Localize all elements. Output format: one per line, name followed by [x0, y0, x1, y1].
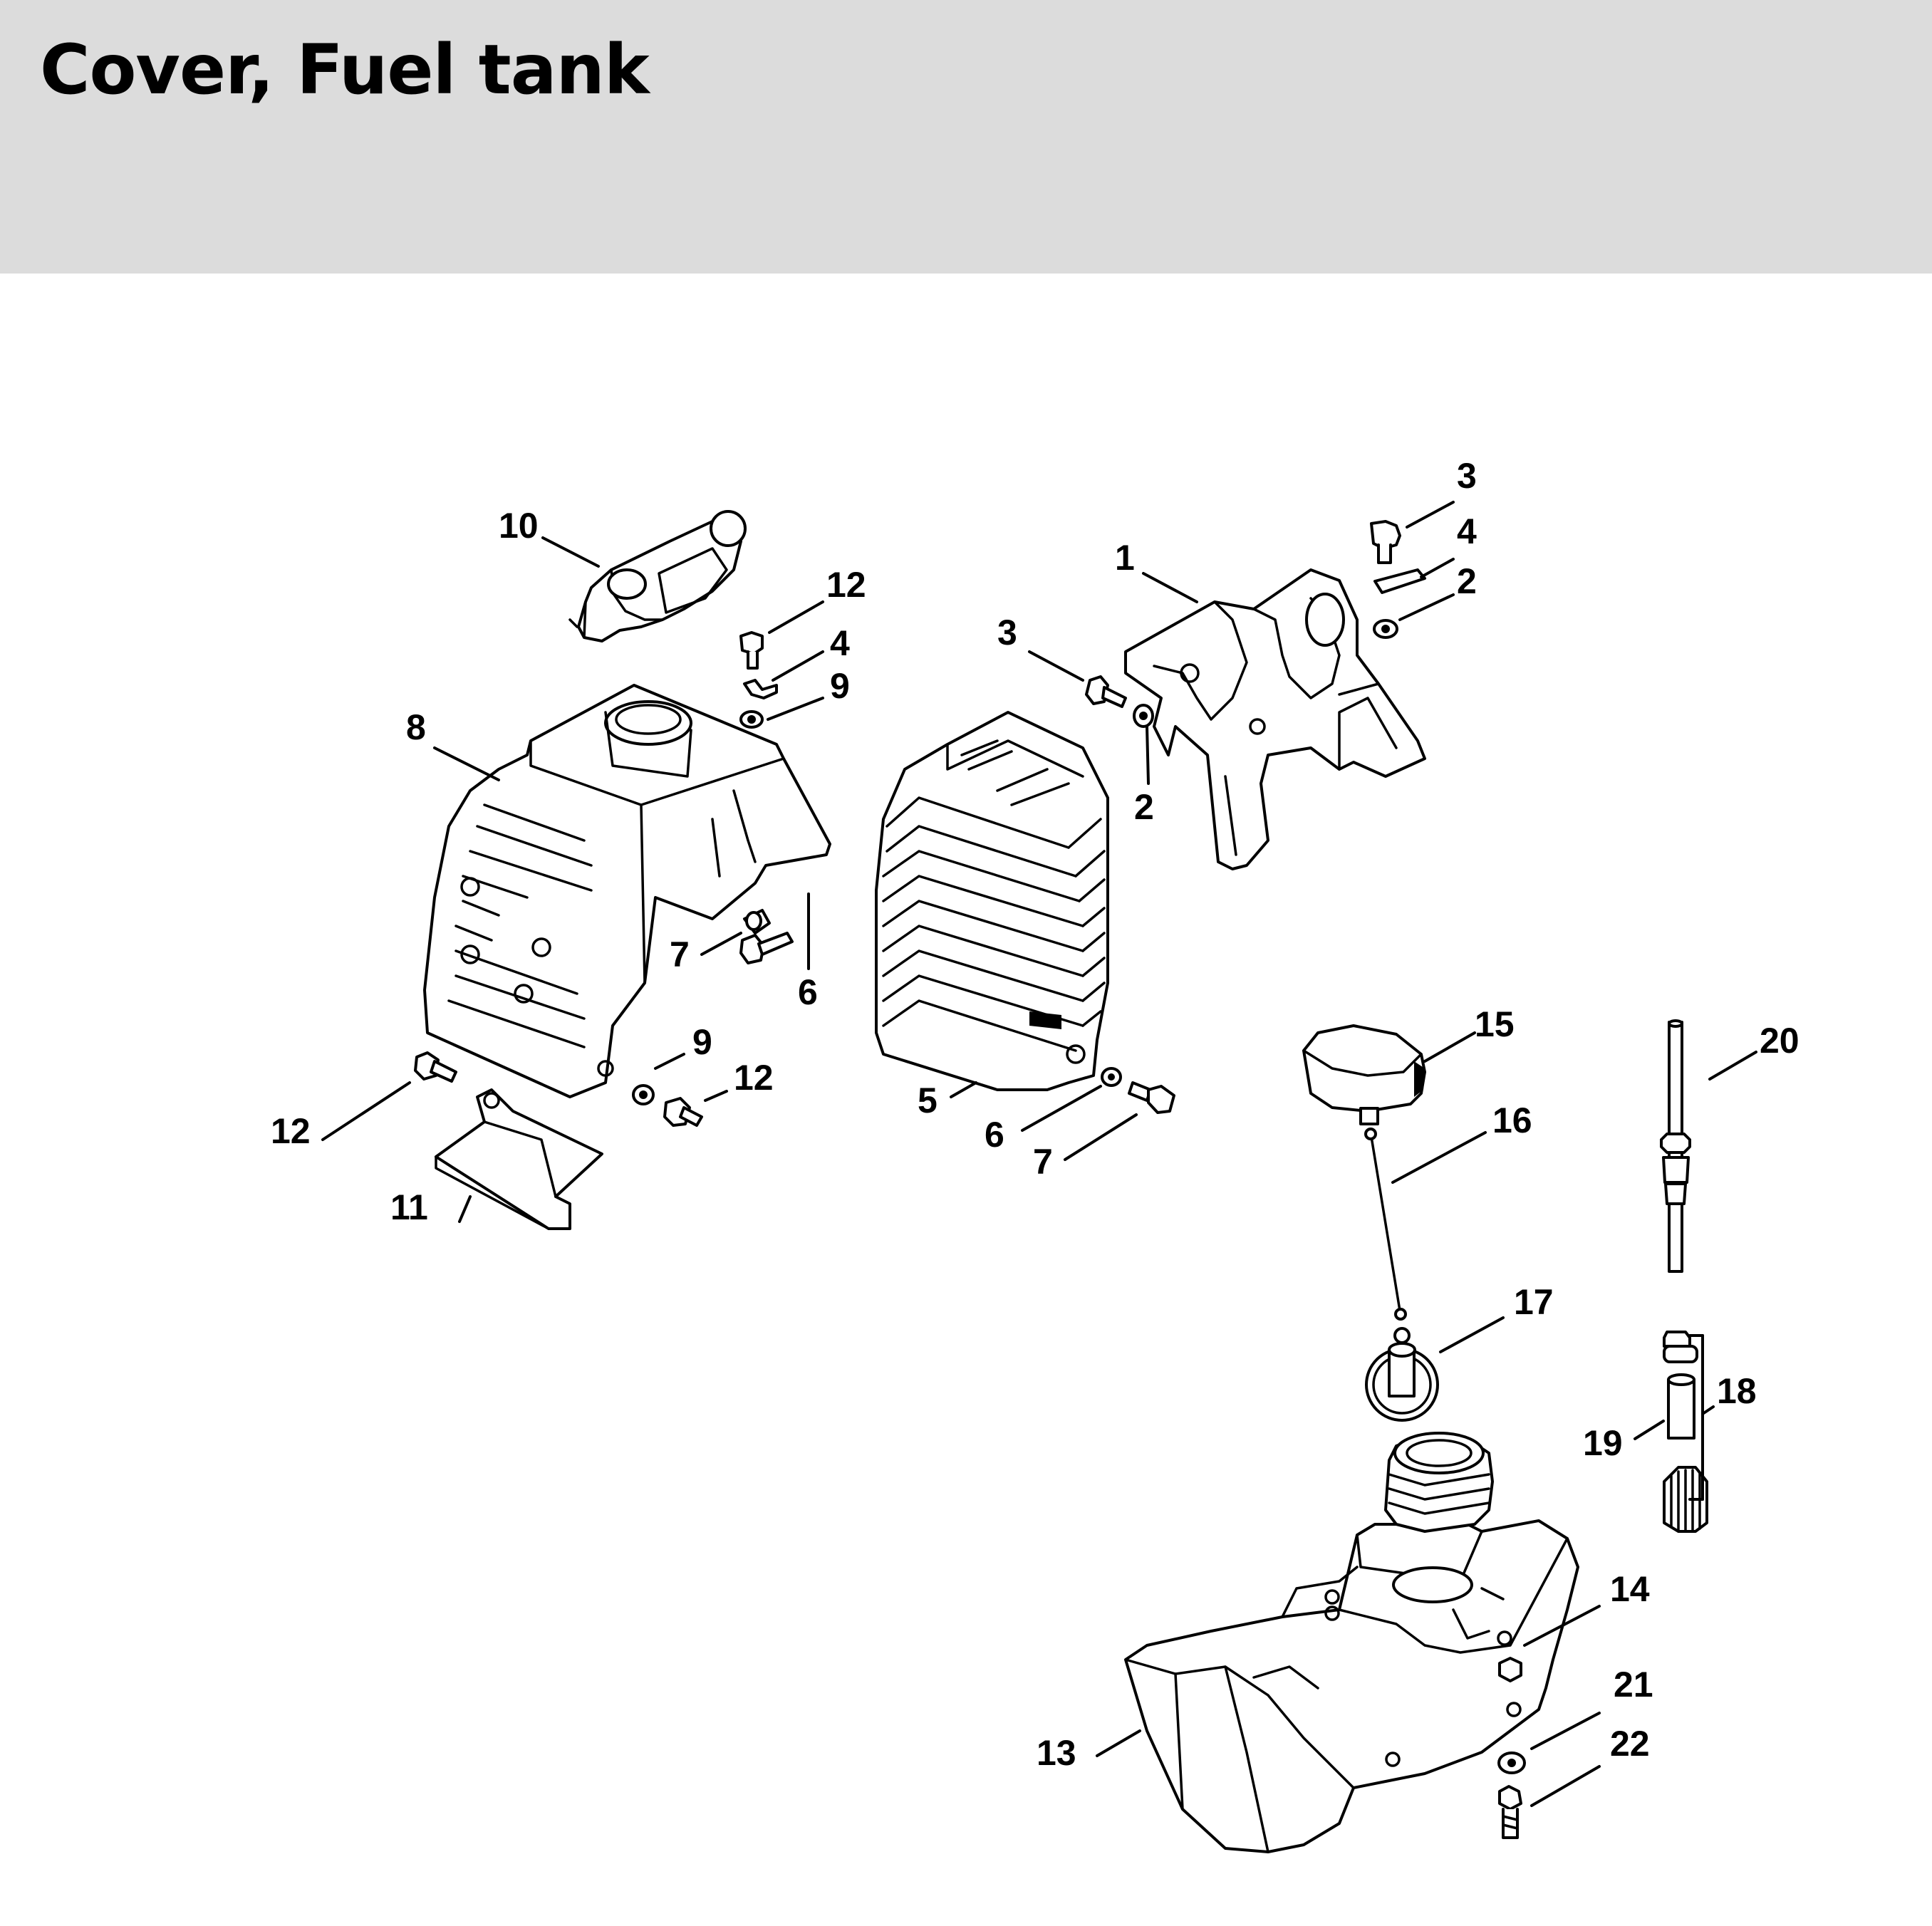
hardware-frame-left	[1085, 675, 1154, 728]
callout-2: 2	[1457, 561, 1477, 601]
callout-7: 7	[1033, 1142, 1053, 1182]
part-13-fuel-tank	[1124, 1432, 1579, 1853]
hardware-tank	[1497, 1657, 1526, 1839]
part-10-hood	[568, 510, 747, 642]
part-16-cord	[1364, 1128, 1407, 1321]
page-title: Cover, Fuel tank	[40, 30, 650, 110]
callout-11: 11	[390, 1187, 428, 1227]
callout-22: 22	[1610, 1724, 1650, 1764]
callout-10: 10	[499, 506, 539, 546]
callout-8: 8	[406, 707, 426, 747]
callout-7: 7	[670, 935, 690, 974]
callout-12: 12	[271, 1111, 311, 1151]
callout-6: 6	[798, 972, 818, 1012]
callout-3: 3	[1457, 456, 1477, 496]
hardware-shroud-bottom	[414, 1051, 703, 1127]
callout-13: 13	[1037, 1733, 1076, 1773]
callout-12: 12	[826, 565, 866, 605]
callout-17: 17	[1514, 1282, 1554, 1322]
callout-4: 4	[830, 623, 850, 663]
part-5-cylinder-shroud	[875, 711, 1109, 1091]
callout-9: 9	[830, 666, 850, 706]
part-18-pickup-body	[1663, 1331, 1698, 1363]
callout-4: 4	[1457, 511, 1477, 551]
hardware-shroud-mid	[739, 909, 794, 964]
part-1-frame	[1124, 568, 1426, 870]
callout-20: 20	[1760, 1021, 1799, 1061]
callout-6: 6	[985, 1115, 1004, 1155]
hardware-top-right	[1370, 520, 1426, 639]
part-11-bracket	[435, 1088, 603, 1230]
part-8-shroud	[423, 684, 831, 1098]
part-17-seal	[1365, 1327, 1439, 1422]
callout-12: 12	[734, 1058, 774, 1098]
callout-14: 14	[1610, 1569, 1650, 1609]
leader-lines	[321, 501, 1757, 1807]
callout-18: 18	[1717, 1371, 1757, 1411]
header-band: Cover, Fuel tank	[0, 0, 1932, 274]
part-19-filter	[1663, 1373, 1708, 1533]
callout-5: 5	[918, 1081, 938, 1120]
callout-1: 1	[1115, 538, 1135, 578]
callout-9: 9	[692, 1022, 712, 1062]
callout-2: 2	[1134, 787, 1154, 827]
hardware-cylinder-bottom	[1101, 1067, 1175, 1114]
part-15-tank-cap	[1302, 1024, 1426, 1125]
callout-3: 3	[997, 613, 1017, 652]
hardware-shroud-top	[739, 631, 778, 729]
callout-labels: 10 12 4 9 8 7 6 9 12 12 11 1 3 2 3 4 2 5…	[271, 456, 1799, 1773]
part-20-fuel-hose	[1660, 1019, 1691, 1273]
callout-21: 21	[1614, 1665, 1653, 1704]
callout-16: 16	[1492, 1100, 1532, 1140]
callout-15: 15	[1475, 1004, 1515, 1044]
callout-19: 19	[1583, 1423, 1623, 1463]
